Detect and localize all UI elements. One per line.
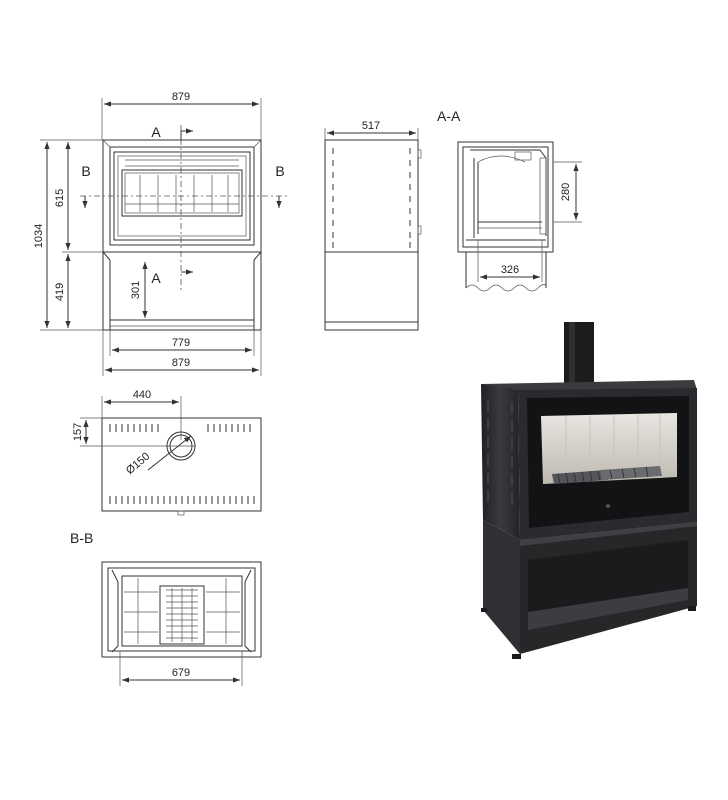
stove-render xyxy=(481,322,697,659)
dim-height-upper: 615 xyxy=(54,189,66,207)
top-view: 440 157 xyxy=(72,389,262,516)
section-bb-title: B-B xyxy=(70,530,93,546)
dim-flue-depth: 157 xyxy=(72,423,84,441)
dim-height-total: 1034 xyxy=(33,224,45,248)
dim-bb-width: 679 xyxy=(172,667,190,679)
dim-width-top: 879 xyxy=(172,91,190,103)
dim-height-inner: 301 xyxy=(130,281,142,299)
front-view: 879 xyxy=(33,91,290,376)
dim-height-lower: 419 xyxy=(54,283,66,301)
section-a-label-bottom: A xyxy=(151,270,161,286)
dim-section-height: 280 xyxy=(560,183,572,201)
dim-depth: 517 xyxy=(362,120,380,132)
stove-stand xyxy=(483,520,520,654)
front-glass xyxy=(121,169,243,217)
side-view: 517 xyxy=(324,120,422,331)
dim-width-inner: 779 xyxy=(172,337,190,349)
section-b-label-right: B xyxy=(275,163,284,179)
top-vents xyxy=(109,424,255,504)
section-b-label-left: B xyxy=(81,163,90,179)
dim-flue-offset: 440 xyxy=(133,389,151,401)
section-bb: B-B 679 xyxy=(70,530,262,686)
dim-flue-diameter: Ø150 xyxy=(124,450,152,476)
section-aa-title: A-A xyxy=(437,108,461,124)
dim-width-bottom: 879 xyxy=(172,357,190,369)
section-a-label-top: A xyxy=(151,124,161,140)
section-aa: A-A 280 326 xyxy=(437,108,582,292)
dim-section-depth: 326 xyxy=(501,264,519,276)
firebox xyxy=(541,413,677,484)
bb-grate xyxy=(159,585,205,645)
chimney-pipe xyxy=(564,322,594,386)
